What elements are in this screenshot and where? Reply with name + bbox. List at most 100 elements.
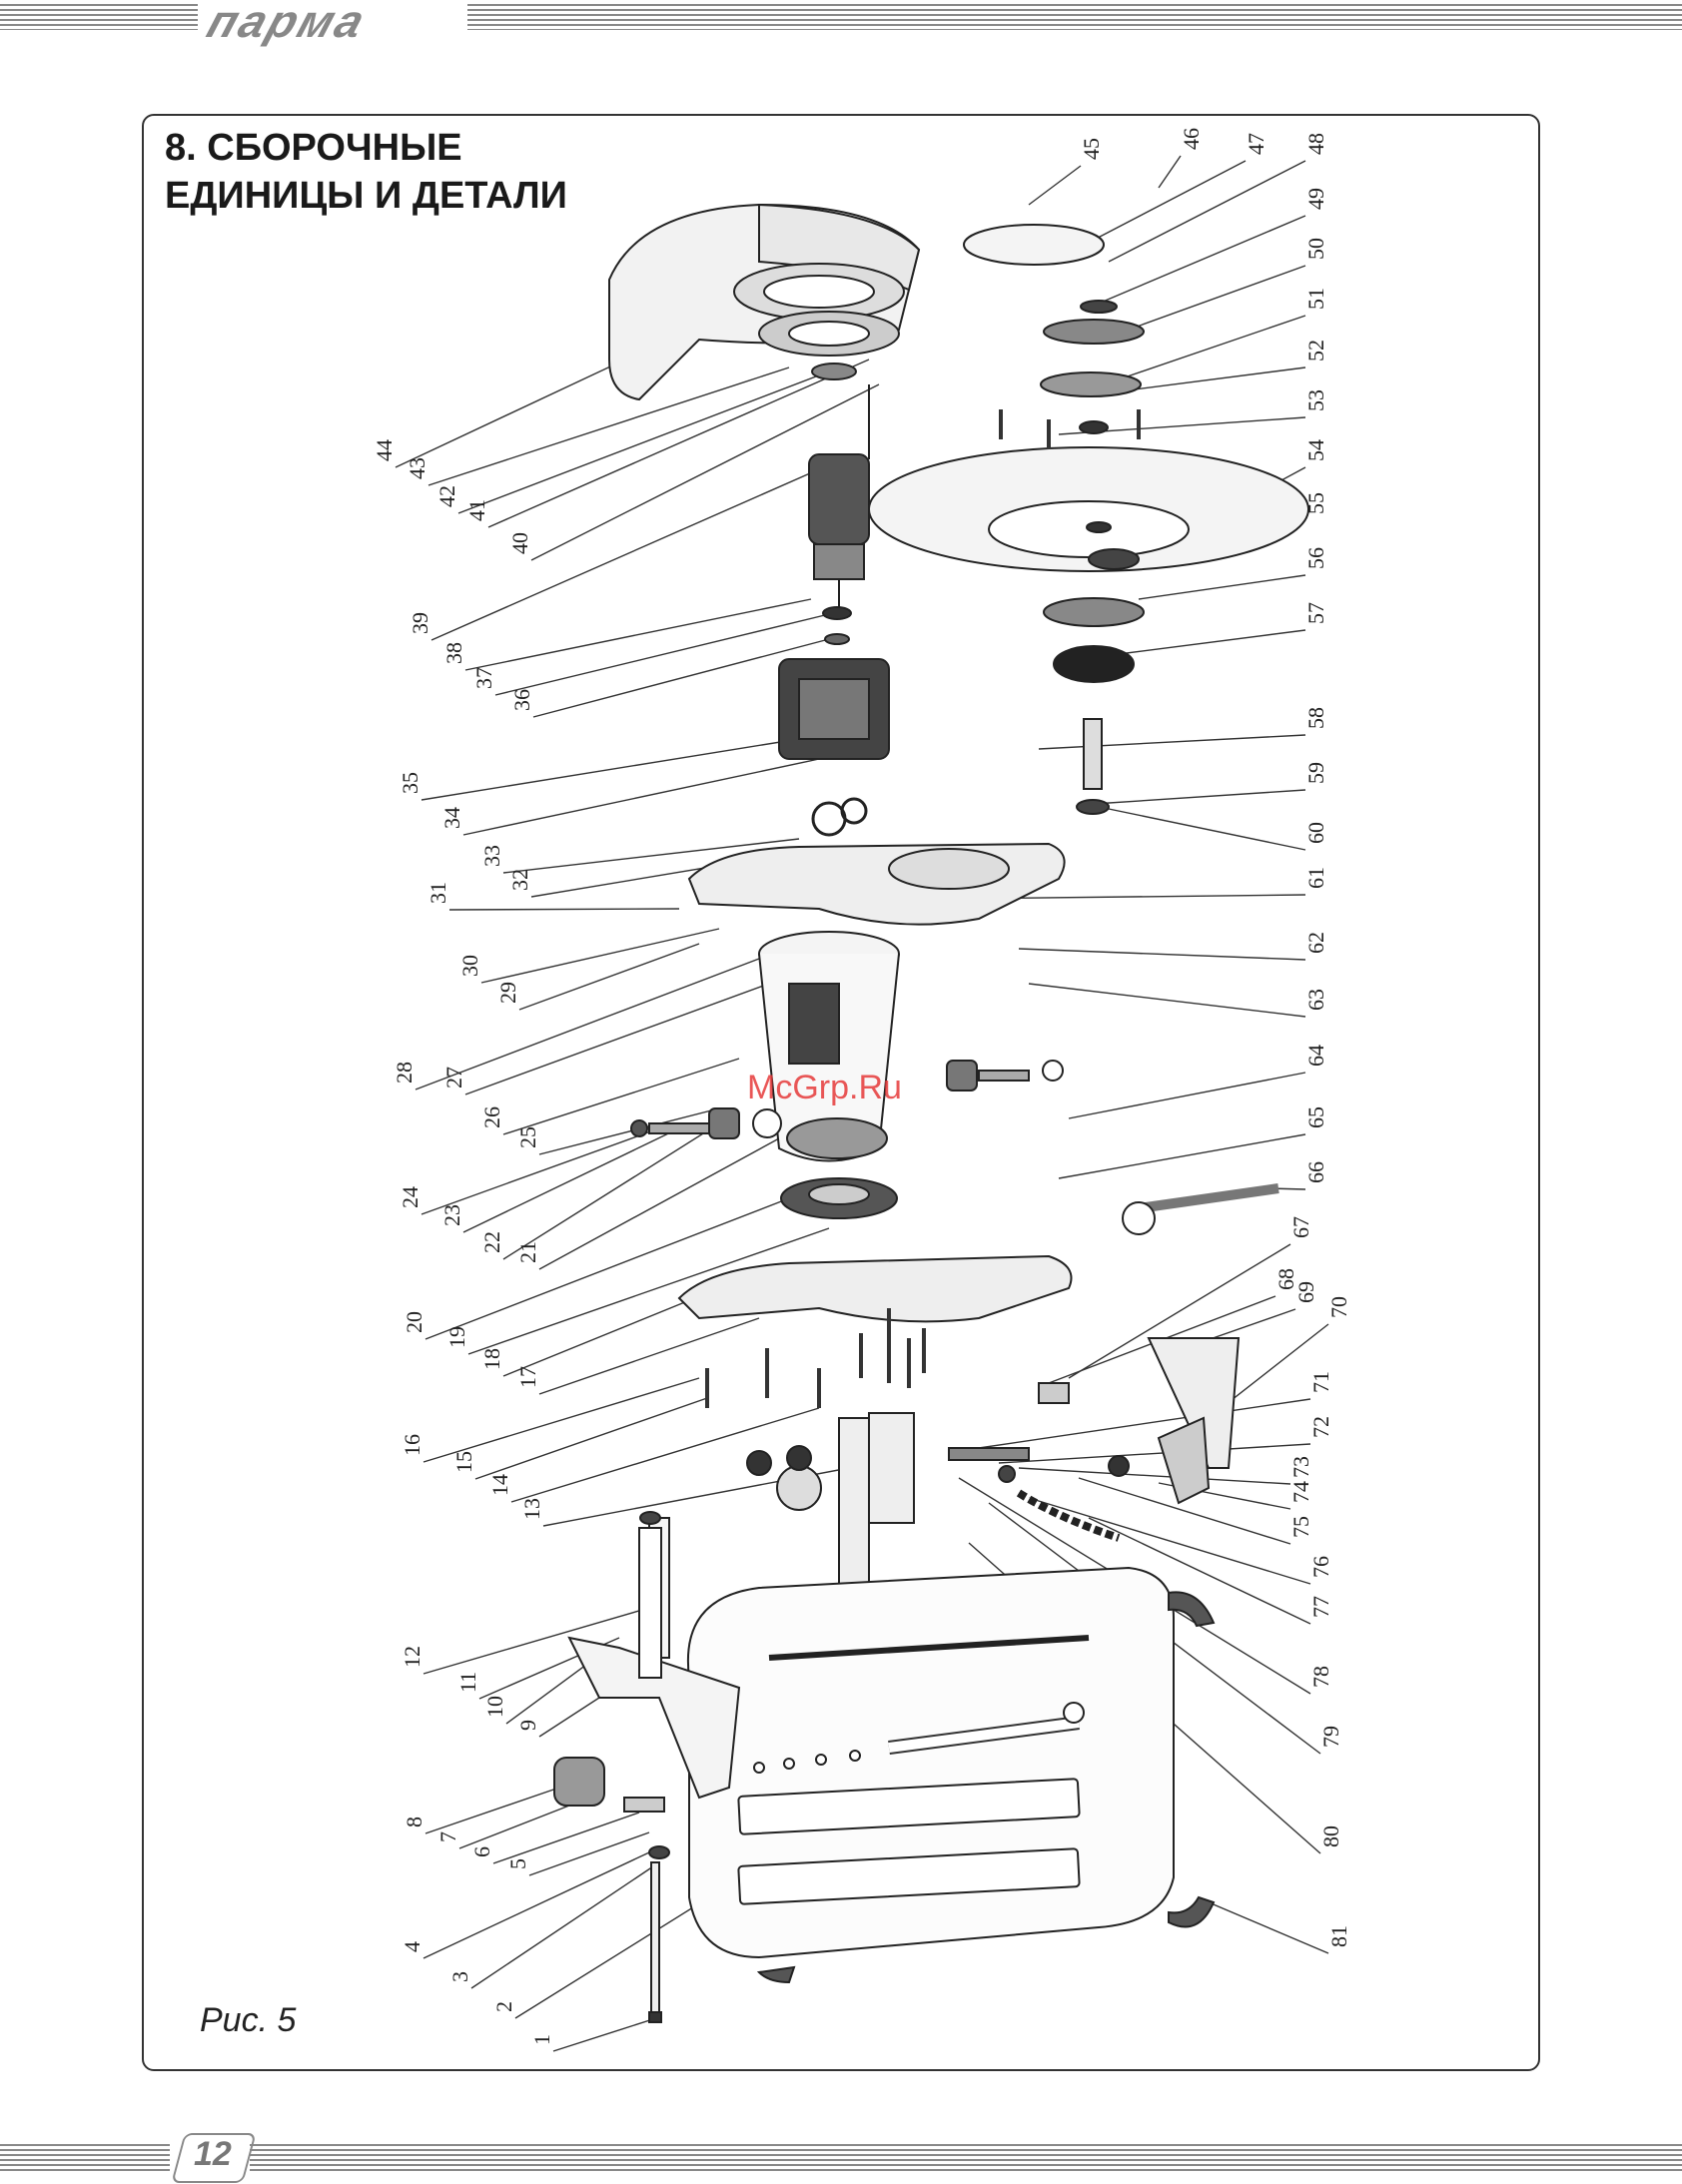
callout-label: 30 [457,955,482,977]
callout-label: 34 [439,807,464,829]
callout-label: 17 [515,1366,540,1388]
leader-line [465,599,811,670]
callout-label: 21 [515,1241,540,1263]
leader-line [425,1788,559,1833]
callout-label: 11 [455,1672,480,1693]
callout-label: 62 [1303,932,1328,954]
callout-label: 72 [1308,1416,1333,1438]
callout-label: 36 [509,689,534,711]
callout-label: 54 [1303,439,1328,461]
callout-label: 57 [1303,602,1328,624]
callout-label: 45 [1079,138,1104,160]
callout-label: 71 [1308,1371,1333,1393]
leader-line [511,1408,819,1502]
callout-label: 23 [439,1204,464,1226]
callout-label: 14 [487,1474,512,1496]
callout-label: 53 [1303,389,1328,411]
footer-stripes-left [0,2144,170,2174]
callout-label: 22 [479,1231,504,1253]
leader-line [1119,367,1305,391]
callout-label: 80 [1318,1825,1343,1847]
callout-label: 47 [1244,133,1268,155]
leader-line [539,1698,599,1737]
callout-label: 44 [372,439,397,461]
leader-line [1089,216,1305,308]
callout-label: 58 [1303,707,1328,729]
leader-line [1029,984,1305,1017]
callout-label: 73 [1288,1456,1313,1478]
leader-line [529,1832,649,1875]
callout-label: 41 [464,499,489,521]
saw-disc [869,447,1308,571]
leader-line [1029,166,1081,205]
callout-label: 18 [479,1348,504,1370]
callout-label: 52 [1303,340,1328,362]
leader-line [999,1444,1310,1463]
callout-label: 20 [402,1311,426,1333]
figure-caption: Рис. 5 [200,2001,296,2040]
callout-label: 16 [400,1434,424,1456]
callout-label: 7 [435,1831,460,1842]
callout-label: 33 [479,845,504,867]
callout-label: 4 [400,1941,424,1952]
base-plate [688,1568,1214,1982]
leader-line [1109,809,1305,850]
leader-line [1094,790,1305,804]
callout-label: 27 [441,1067,466,1089]
callout-label: 24 [398,1186,422,1208]
callout-label: 37 [471,667,496,689]
callout-label: 67 [1288,1216,1313,1238]
leader-line [481,929,719,983]
leader-line [1059,1134,1305,1178]
callout-label: 9 [515,1720,540,1731]
callout-label: 48 [1303,133,1328,155]
leader-line [1129,266,1305,330]
callout-label: 60 [1303,822,1328,844]
watermark: McGrp.Ru [747,1069,902,1107]
middle-plate [689,844,1065,925]
callout-label: 3 [447,1971,472,1982]
leader-line [471,1862,659,1988]
leader-line [1109,161,1305,262]
upper-guard [609,205,919,399]
leader-line [1069,1073,1305,1118]
callout-label: 39 [408,612,432,634]
callout-label: 50 [1303,238,1328,260]
leader-line [421,739,799,800]
callout-label: 70 [1326,1296,1351,1318]
leader-line [553,2017,659,2051]
callout-label: 32 [507,869,532,891]
callout-label: 1 [529,2034,554,2045]
armature [809,384,869,644]
leader-line [425,1198,789,1339]
callout-label: 63 [1303,989,1328,1011]
callout-label: 40 [507,532,532,554]
callout-label: 31 [425,882,450,904]
page-number: 12 [194,2135,232,2174]
callout-label: 38 [441,642,466,664]
leader-line [463,759,819,835]
callout-label: 78 [1308,1666,1333,1688]
leader-line [1119,630,1305,654]
callout-label: 59 [1303,762,1328,784]
callout-label: 66 [1303,1161,1328,1183]
callout-label: 43 [405,457,429,479]
callout-label: 26 [479,1106,504,1128]
leader-line [449,909,679,910]
callout-label: 8 [402,1817,426,1827]
callout-label: 10 [482,1696,507,1718]
callout-label: 25 [515,1126,540,1148]
leader-line [539,1318,759,1394]
callout-label: 42 [434,485,459,507]
callout-label: 51 [1303,288,1328,310]
stator [779,659,889,835]
leader-line [431,469,819,640]
guard-plate [964,225,1104,265]
callout-label: 19 [444,1326,469,1348]
parts-drawing [554,205,1308,2022]
leader-line [1019,949,1305,960]
callout-label: 28 [392,1062,417,1084]
callout-label: 61 [1303,867,1328,889]
leader-line [979,1399,1310,1448]
leader-line [493,1813,639,1863]
